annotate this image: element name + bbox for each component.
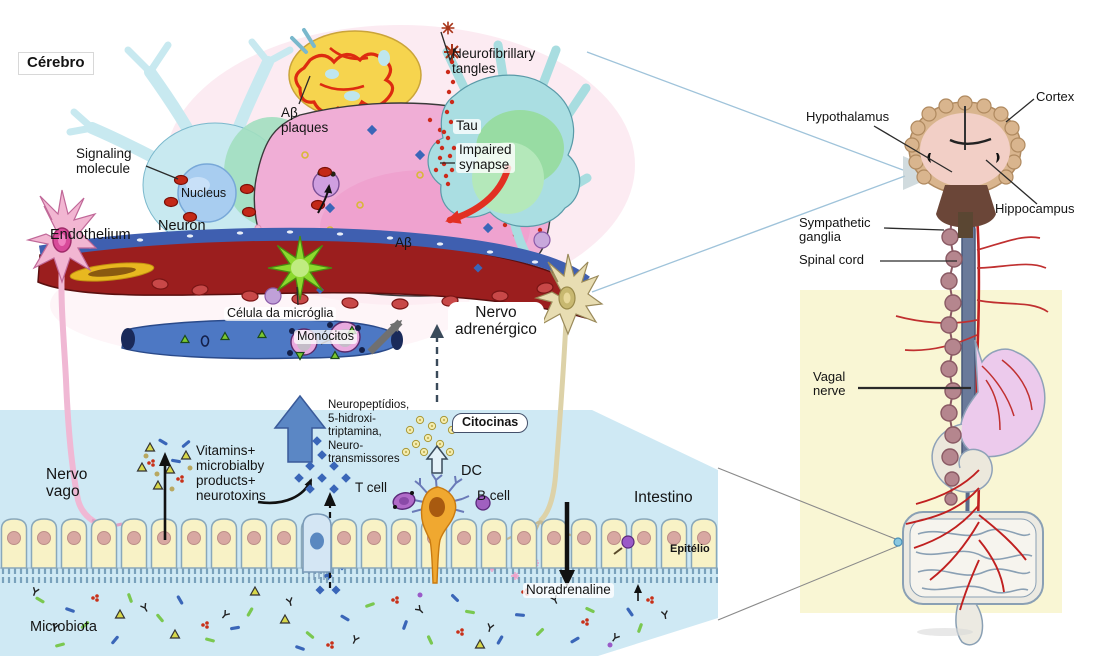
neuropeptides-label: Neuropeptídios, 5-hidroxi- triptamina, N… <box>328 399 410 466</box>
gut-illustration <box>0 492 718 652</box>
t-cell-label: T cell <box>355 480 388 495</box>
ab-label: Aβ <box>395 235 412 250</box>
impaired-synapse-label: Impaired synapse <box>456 142 515 173</box>
endothelium-label: Endothelium <box>50 227 131 243</box>
monocytes-label: Monócitos <box>294 329 357 344</box>
dendritic-cell-label: DC <box>461 463 482 479</box>
brain-panel-title: Cérebro <box>18 52 94 75</box>
signaling-molecule-label: Signaling molecule <box>76 146 132 176</box>
spinal-cord-label: Spinal cord <box>799 252 865 267</box>
vitamins-label: Vitamins+ microbialby products+ neurotox… <box>196 443 266 504</box>
body-diagram <box>858 95 1049 646</box>
ab-plaques-label: Aβ plaques <box>281 105 329 135</box>
intestine-label: Intestino <box>634 489 693 506</box>
hippocampus-label: Hippocampus <box>995 201 1075 216</box>
hypothalamus-label: Hypothalamus <box>806 109 890 124</box>
nucleus-label: Nucleus <box>181 186 227 200</box>
noradrenaline-label: Noradrenaline <box>523 582 614 598</box>
cortex-label: Cortex <box>1036 89 1075 104</box>
neuron-label: Neuron <box>158 218 206 234</box>
microglia-cell-label: Célula da micróglia <box>224 306 337 321</box>
microbiota-scatter <box>30 558 670 652</box>
adrenergic-nerve-label: Nervo adrenérgico <box>448 302 544 341</box>
gut-overlays <box>136 394 642 601</box>
vagus-nerve-label: Nervo vago <box>46 466 88 501</box>
microbiota-label: Microbiota <box>30 619 97 635</box>
epithelium-label: Epitélio <box>670 543 710 555</box>
cytokines-label: Citocinas <box>452 413 529 433</box>
sympathetic-ganglia-label: Sympathetic ganglia <box>799 215 871 245</box>
neurofibrillary-tangles-label: Neurofibrillary tangles <box>452 46 536 76</box>
b-cell-label: B cell <box>477 488 511 503</box>
tau-label: Tau <box>453 118 481 134</box>
vagal-nerve-label: Vagal nerve <box>813 369 846 399</box>
